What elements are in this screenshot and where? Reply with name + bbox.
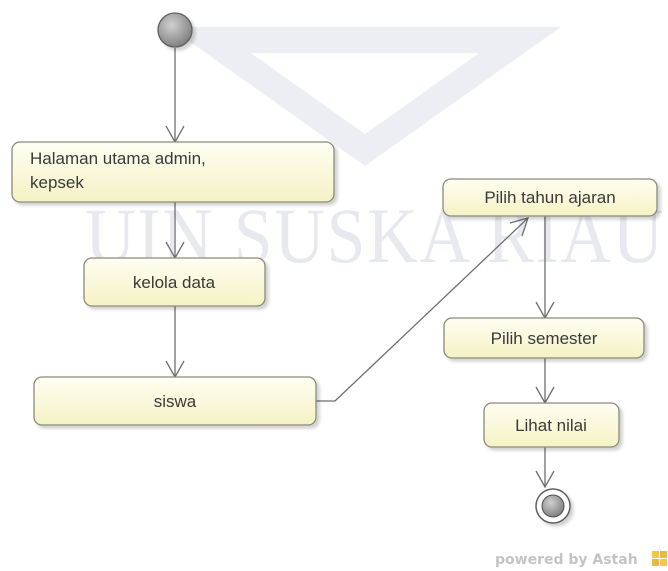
action-pilih-semester-box [443, 317, 645, 359]
action-pilih-tahun-ajaran: Pilih tahun ajaran [442, 178, 658, 217]
action-lihat-nilai-label: Lihat nilai [515, 416, 587, 435]
action-pilih-tahun-ajaran-label: Pilih tahun ajaran [484, 188, 615, 207]
astah-footer: powered by Astah [495, 551, 667, 568]
edge-semester-to-lihat [535, 358, 555, 405]
watermark-shape [169, 27, 561, 166]
action-kelola-data-box [83, 257, 266, 307]
action-pilih-tahun-ajaran-box [442, 178, 658, 217]
powered-by-text: powered by Astah [495, 552, 638, 568]
action-halaman-utama-box [11, 141, 335, 203]
edge-start-to-halaman [165, 48, 185, 144]
initial-node [157, 12, 193, 48]
action-lihat-nilai-box [483, 402, 620, 448]
action-siswa-label: siswa [154, 392, 197, 411]
action-siswa: siswa [33, 376, 317, 426]
action-pilih-semester-label: Pilih semester [491, 329, 598, 348]
action-pilih-semester: Pilih semester [443, 317, 645, 359]
action-kelola-data-label: kelola data [133, 273, 216, 292]
action-siswa-box [33, 376, 317, 426]
edge-siswa-to-pilih-tahun [316, 217, 530, 402]
final-node-inner [541, 494, 565, 518]
action-lihat-nilai: Lihat nilai [483, 402, 620, 448]
final-node [535, 488, 571, 524]
action-halaman-utama-line1: Halaman utama admin, [30, 149, 206, 168]
action-kelola-data: kelola data [83, 257, 266, 307]
edge-kelola-to-siswa [165, 306, 185, 379]
astah-logo-icon [652, 551, 667, 566]
edge-lihat-to-end [535, 447, 555, 489]
action-halaman-utama: Halaman utama admin, kepsek [11, 141, 335, 203]
action-halaman-utama-line2: kepsek [30, 173, 84, 192]
powered-by-prefix: powered by [495, 552, 592, 568]
powered-by-brand: Astah [592, 552, 637, 568]
